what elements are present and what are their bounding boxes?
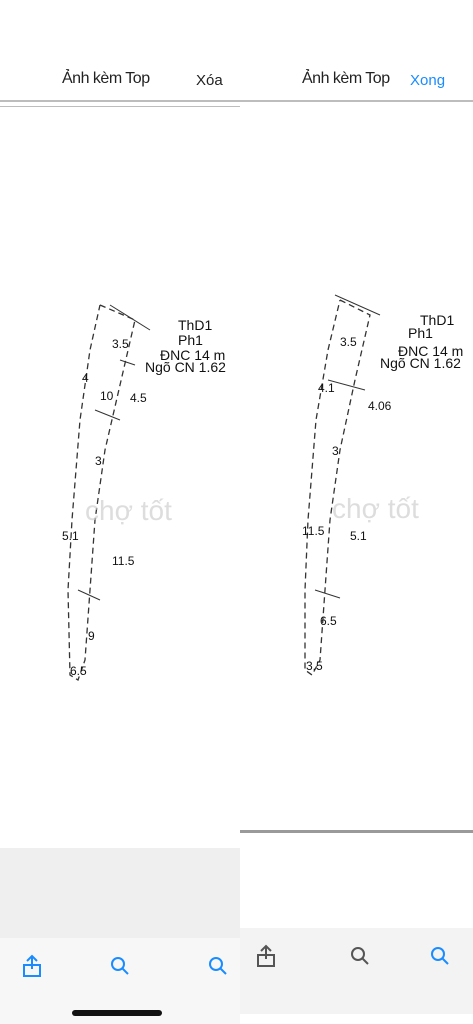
left-panel: Ảnh kèm Top Xóa ThD1 Ph1 ĐNC 14 m Ngõ CN… — [0, 0, 240, 1024]
plan-label: Ph1 — [178, 332, 203, 348]
search-icon[interactable] — [340, 936, 380, 976]
plot-line — [314, 589, 341, 599]
plot-line — [77, 589, 101, 601]
right-panel: Ảnh kèm Top Xong ThD1 Ph1 ĐNC 14 m Ngõ C… — [240, 0, 473, 1024]
watermark: chợ tốt — [332, 493, 419, 524]
nav-bar: Ảnh kèm Top Xong — [240, 60, 473, 100]
bottom-toolbar — [240, 928, 473, 1014]
plan-label: 4 — [82, 371, 89, 385]
nav-title: Ảnh kèm Top — [62, 70, 150, 87]
plot-line — [334, 294, 381, 316]
share-icon[interactable] — [12, 946, 52, 986]
plan-label: 3 — [332, 444, 339, 458]
share-icon[interactable] — [246, 936, 286, 976]
land-plan-drawing: ThD1 Ph1 ĐNC 14 m Ngõ CN 1.62 4 10 3.5 5… — [62, 304, 226, 681]
plan-label: 3.5 — [112, 337, 129, 351]
plan-label: 6.5 — [320, 614, 337, 628]
done-button[interactable]: Xong — [410, 72, 446, 89]
nav-bar: Ảnh kèm Top Xóa — [0, 60, 240, 100]
divider — [240, 100, 473, 102]
plan-label: 4.06 — [368, 399, 392, 413]
plan-label: 11.5 — [112, 554, 135, 568]
divider — [0, 106, 240, 107]
plot-line — [119, 359, 136, 366]
bottom-area — [0, 848, 240, 938]
plan-label: 10 — [100, 389, 114, 403]
land-plan-drawing: ThD1 Ph1 ĐNC 14 m Ngõ CN 1.62 4.1 4.06 3… — [302, 294, 463, 676]
land-plan-image[interactable]: ThD1 Ph1 ĐNC 14 m Ngõ CN 1.62 4.1 4.06 3… — [240, 120, 473, 840]
plan-label: ĐNC 14 m — [398, 343, 463, 359]
plan-label: 4.1 — [318, 381, 335, 395]
plan-label: ĐNC 14 m — [160, 347, 225, 363]
plan-label: 3.5 — [306, 659, 323, 673]
zoom-icon[interactable] — [198, 946, 238, 986]
divider — [240, 830, 473, 833]
land-plan-image[interactable]: ThD1 Ph1 ĐNC 14 m Ngõ CN 1.62 4 10 3.5 5… — [0, 120, 240, 840]
plan-label: 3.5 — [340, 335, 357, 349]
plot-line — [327, 379, 366, 391]
plan-label: 4.5 — [130, 391, 147, 405]
plan-label: 6.5 — [70, 664, 87, 678]
plot-outline — [67, 304, 136, 681]
plan-label: ThD1 — [420, 312, 454, 328]
plot-line — [109, 304, 151, 331]
plan-label: 5.1 — [62, 529, 79, 543]
watermark: chợ tốt — [85, 495, 172, 526]
bottom-toolbar — [0, 938, 240, 1024]
status-bar — [240, 0, 473, 50]
nav-title: Ảnh kèm Top — [302, 70, 390, 87]
plan-label: 9 — [88, 629, 95, 643]
divider — [0, 100, 240, 102]
search-icon[interactable] — [100, 946, 140, 986]
plot-line — [94, 409, 121, 421]
plan-label: 11.5 — [302, 524, 325, 538]
plan-label: Ngõ CN 1.62 — [145, 359, 226, 375]
delete-button[interactable]: Xóa — [196, 72, 223, 89]
status-bar — [0, 0, 240, 50]
plan-label: ThD1 — [178, 317, 212, 333]
plan-label: 3 — [95, 454, 102, 468]
zoom-icon[interactable] — [420, 936, 460, 976]
plan-label: Ngõ CN 1.62 — [380, 355, 461, 371]
plan-label: Ph1 — [408, 325, 433, 341]
plot-outline — [304, 299, 371, 676]
home-indicator[interactable] — [72, 1010, 162, 1016]
plan-label: 5.1 — [350, 529, 367, 543]
